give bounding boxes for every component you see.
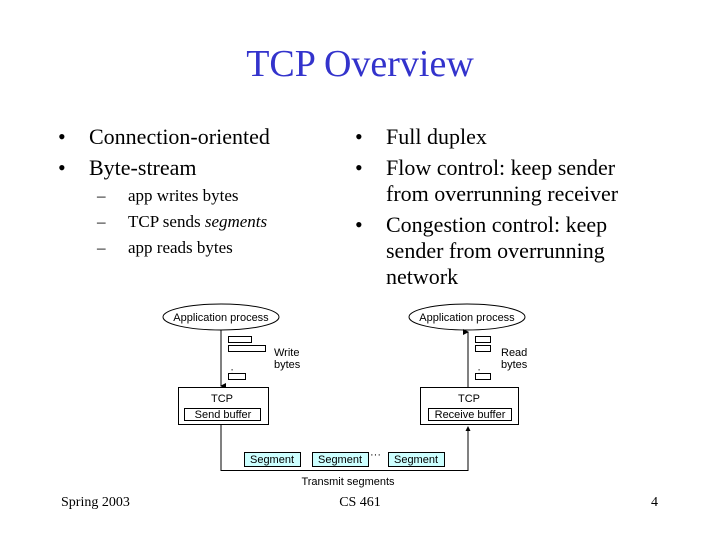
sender-action-label: Write bbox=[274, 347, 299, 359]
dash-icon: – bbox=[97, 212, 106, 231]
bullet-icon: • bbox=[58, 124, 66, 149]
bullet-item: • Byte-stream – app writes bytes – TCP s… bbox=[58, 155, 338, 259]
sub-bullet-text: app writes bytes bbox=[128, 186, 239, 205]
footer-date: Spring 2003 bbox=[61, 495, 130, 510]
dash-icon: – bbox=[97, 186, 106, 205]
sub-bullet-text: app reads bytes bbox=[128, 238, 233, 257]
right-bullet-list: • Full duplex • Flow control: keep sende… bbox=[355, 124, 655, 295]
page-number: 4 bbox=[651, 495, 658, 510]
bullet-item: • Congestion control: keep sender from o… bbox=[355, 212, 655, 290]
bullet-text: Full duplex bbox=[386, 124, 487, 149]
byte-block bbox=[228, 345, 266, 352]
segment-box bbox=[388, 452, 445, 467]
byte-block bbox=[475, 336, 491, 343]
bullet-item: • Connection-oriented bbox=[58, 124, 338, 150]
sub-bullet-item: – app writes bytes bbox=[97, 185, 338, 207]
left-bullet-list: • Connection-oriented • Byte-stream – ap… bbox=[58, 124, 338, 264]
bullet-icon: • bbox=[355, 155, 363, 180]
sender-tcp-label: TCP bbox=[211, 393, 233, 405]
bullet-text: Congestion control: keep bbox=[386, 212, 608, 237]
byte-block bbox=[475, 345, 491, 352]
slide-title: TCP Overview bbox=[246, 43, 474, 85]
sub-bullet-item: – TCP sends segments bbox=[97, 211, 338, 233]
transmit-label: Transmit segments bbox=[301, 476, 395, 488]
bullet-text: Connection-oriented bbox=[89, 124, 270, 149]
bullet-item: • Full duplex bbox=[355, 124, 655, 150]
bullet-item: • Flow control: keep sender from overrun… bbox=[355, 155, 655, 207]
receive-buffer-box bbox=[428, 408, 512, 421]
sender-action-label: bytes bbox=[274, 359, 301, 371]
receiver-action-label: Read bbox=[501, 347, 527, 359]
bullet-text-continued: sender from overrunning bbox=[386, 238, 605, 263]
dash-icon: – bbox=[97, 238, 106, 257]
bullet-icon: • bbox=[355, 124, 363, 149]
segment-label: Segment bbox=[394, 454, 438, 466]
link-arrowhead bbox=[465, 426, 471, 431]
sub-bullet-text: TCP sends bbox=[128, 212, 205, 231]
segment-ellipsis: ··· bbox=[370, 449, 381, 461]
sub-bullet-emphasis: segments bbox=[204, 212, 268, 231]
receiver-action-label: bytes bbox=[501, 359, 528, 371]
byte-block bbox=[228, 373, 246, 380]
transmit-link bbox=[220, 424, 469, 471]
sub-bullet-item: – app reads bytes bbox=[97, 237, 338, 259]
bullet-icon: • bbox=[58, 155, 66, 180]
bullet-text-continued: from overrunning receiver bbox=[386, 181, 619, 206]
byte-block bbox=[228, 336, 252, 343]
footer-course: CS 461 bbox=[339, 495, 381, 510]
sub-bullet-list: – app writes bytes – TCP sends segments … bbox=[89, 185, 338, 259]
receive-buffer-label: Receive buffer bbox=[435, 409, 506, 421]
segment-label: Segment bbox=[318, 454, 362, 466]
send-buffer-label: Send buffer bbox=[195, 409, 252, 421]
segment-label: Segment bbox=[250, 454, 294, 466]
segment-box bbox=[244, 452, 301, 467]
receiver-tcp-label: TCP bbox=[458, 393, 480, 405]
byte-block bbox=[475, 373, 491, 380]
sender-app-label: Application process bbox=[173, 312, 269, 324]
send-buffer-box bbox=[184, 408, 261, 421]
segment-box bbox=[312, 452, 369, 467]
bullet-text: Byte-stream bbox=[89, 155, 197, 180]
bullet-text: Flow control: keep sender bbox=[386, 155, 616, 180]
bullet-icon: • bbox=[355, 212, 363, 237]
bullet-text-continued: network bbox=[386, 264, 459, 289]
receiver-app-label: Application process bbox=[419, 312, 515, 324]
